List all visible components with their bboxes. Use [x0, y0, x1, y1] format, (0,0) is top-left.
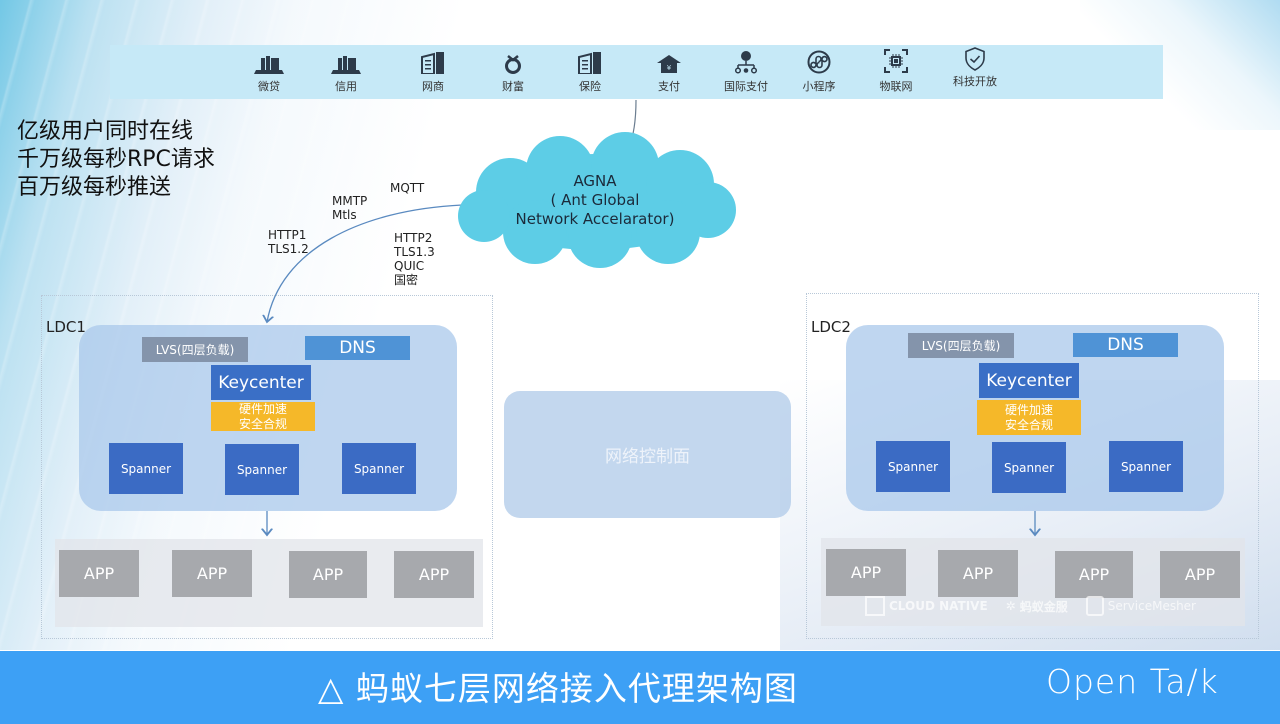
- globe-network-icon: [734, 51, 758, 74]
- open-talk-brand: Open Ta/k: [1046, 662, 1219, 701]
- ldc1-label: LDC1: [46, 318, 86, 336]
- ant-icon: ✲: [1005, 599, 1016, 613]
- business-label: 物联网: [879, 80, 913, 93]
- sponsor-logos: CLOUD NATIVE ✲ 蚂蚁金服 ServiceMesher: [865, 592, 1225, 620]
- chip-icon: [883, 49, 909, 74]
- protocol-label-http2: HTTP2 TLS1.3 QUIC 国密: [394, 231, 435, 287]
- cncf-text: CLOUD NATIVE: [889, 599, 988, 613]
- footer-bar: [0, 651, 1280, 724]
- house-icon: ¥: [656, 52, 682, 74]
- ant-financial-logo: ✲ 蚂蚁金服: [1006, 598, 1068, 615]
- cloud-text-line: AGNA: [573, 172, 617, 190]
- cloud-text-line: ( Ant Global: [550, 191, 640, 209]
- business-bar: 微贷 信用 网商 财富 保险 ¥ 支付 国际支付: [110, 45, 1163, 99]
- ldc1-app-box: APP: [172, 550, 252, 597]
- business-label: 保险: [579, 80, 601, 93]
- agna-cloud: [458, 132, 736, 268]
- business-item-xiaochengxu: 小程序: [794, 45, 844, 99]
- servicemesher-text: ServiceMesher: [1107, 599, 1196, 613]
- business-label: 信用: [335, 80, 357, 93]
- ldc1-app-box: APP: [289, 551, 367, 598]
- scale-stats: 亿级用户同时在线 千万级每秒RPC请求 百万级每秒推送: [17, 118, 215, 202]
- business-item-kejikaifang: 科技开放: [945, 45, 1005, 99]
- protocol-text: 国密: [394, 273, 419, 287]
- servicemesher-logo: ServiceMesher: [1085, 596, 1196, 616]
- hw-text: 安全合规: [1004, 417, 1053, 432]
- cloud-text-line: Network Accelarator): [515, 210, 675, 228]
- building-icon: [577, 52, 603, 74]
- business-item-xinyong: 信用: [321, 45, 371, 99]
- business-label: 小程序: [802, 80, 836, 93]
- servicemesher-icon: [1085, 596, 1104, 616]
- business-label: 支付: [658, 80, 680, 93]
- business-label: 财富: [502, 80, 524, 93]
- ldc1-app-box: APP: [59, 550, 139, 597]
- bookshelf-icon: [329, 52, 363, 74]
- bookshelf-icon: [252, 52, 286, 74]
- ldc2-keycenter-box: Keycenter: [979, 363, 1079, 398]
- protocol-text: TLS1.2: [268, 242, 309, 256]
- business-label: 国际支付: [724, 80, 768, 93]
- ldc2-app-box: APP: [1160, 551, 1240, 598]
- protocol-text: QUIC: [394, 259, 425, 273]
- business-item-baoxian: 保险: [565, 45, 615, 99]
- ldc1-spanner-box: Spanner: [225, 444, 299, 495]
- business-item-zhifu: ¥ 支付: [644, 45, 694, 99]
- protocol-label-http1: HTTP1 TLS1.2: [268, 228, 309, 256]
- hw-text: 硬件加速: [1004, 402, 1053, 417]
- business-label: 网商: [422, 80, 444, 93]
- protocol-text: TLS1.3: [394, 245, 435, 259]
- network-control-plane: 网络控制面: [504, 391, 791, 518]
- ldc2-spanner-box: Spanner: [876, 441, 950, 492]
- ldc2-hw-accel-box: 硬件加速 安全合规: [977, 400, 1081, 435]
- protocol-text: MQTT: [390, 181, 425, 195]
- ldc2-dns-box: DNS: [1073, 333, 1178, 357]
- ldc2-app-box: APP: [1055, 551, 1133, 598]
- stat-line: 亿级用户同时在线: [17, 119, 194, 144]
- cncf-logo: CLOUD NATIVE: [865, 596, 988, 616]
- business-item-wulianwang: 物联网: [871, 45, 921, 99]
- mini-program-icon: [807, 50, 831, 74]
- protocol-label-mqtt: MQTT: [390, 181, 424, 195]
- ldc2-lvs-box: LVS(四层负载): [908, 333, 1014, 358]
- ldc1-dns-box: DNS: [305, 336, 410, 360]
- cncf-icon: [865, 596, 885, 616]
- protocol-label-mmtp: MMTP Mtls: [332, 194, 367, 222]
- svg-text:¥: ¥: [667, 64, 672, 72]
- shield-check-icon: [964, 47, 986, 71]
- building-icon: [420, 52, 446, 74]
- ldc1-lvs-box: LVS(四层负载): [142, 337, 248, 362]
- ldc2-app-box: APP: [826, 549, 906, 596]
- business-item-caifu: 财富: [488, 45, 538, 99]
- stat-line: 百万级每秒推送: [17, 175, 172, 200]
- agna-cloud-label: AGNA ( Ant Global Network Accelarator): [450, 172, 740, 229]
- ldc1-keycenter-box: Keycenter: [211, 365, 311, 400]
- protocol-text: MMTP: [332, 194, 368, 208]
- ldc1-app-box: APP: [394, 551, 474, 598]
- protocol-text: HTTP1: [268, 228, 307, 242]
- ldc1-frame: [41, 295, 493, 639]
- ldc1-spanner-box: Spanner: [342, 443, 416, 494]
- protocol-text: Mtls: [332, 208, 357, 222]
- ldc2-app-box: APP: [938, 550, 1018, 597]
- ldc2-frame: [806, 293, 1259, 639]
- ldc2-spanner-box: Spanner: [992, 442, 1066, 493]
- ldc2-spanner-box: Spanner: [1109, 441, 1183, 492]
- ldc1-spanner-box: Spanner: [109, 443, 183, 494]
- ant-text: 蚂蚁金服: [1019, 599, 1068, 614]
- stat-line: 千万级每秒RPC请求: [17, 147, 215, 172]
- pouch-icon: [503, 52, 523, 74]
- hw-text: 硬件加速: [238, 401, 287, 416]
- business-item-weidai: 微贷: [244, 45, 294, 99]
- business-label: 科技开放: [953, 75, 997, 88]
- slide-title: △ 蚂蚁七层网络接入代理架构图: [318, 669, 798, 708]
- business-item-wangshang: 网商: [408, 45, 458, 99]
- ldc2-label: LDC2: [811, 318, 851, 336]
- hw-text: 安全合规: [238, 416, 287, 431]
- protocol-text: HTTP2: [394, 231, 433, 245]
- business-label: 微贷: [258, 80, 280, 93]
- ldc1-hw-accel-box: 硬件加速 安全合规: [211, 402, 315, 431]
- business-item-guojizhifu: 国际支付: [716, 45, 776, 99]
